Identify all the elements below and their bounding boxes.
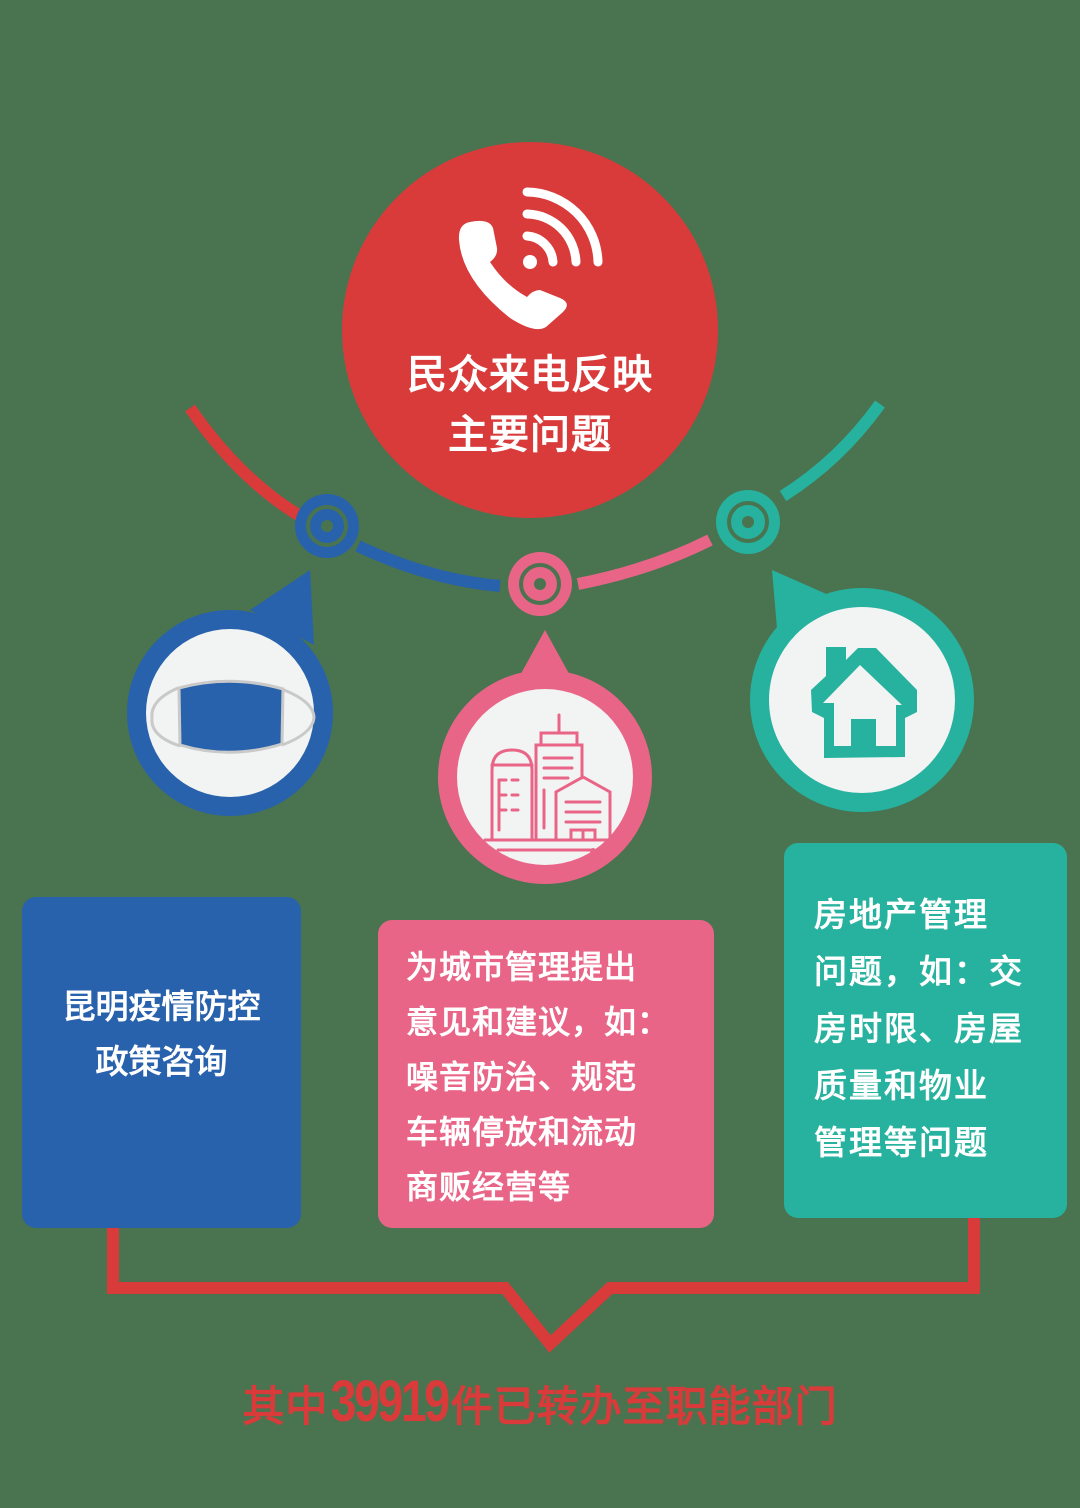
category-card-realestate: 房地产管理 问题，如：交 房时限、房屋 质量和物业 管理等问题 [784, 843, 1067, 1218]
card-text-line: 问题，如：交 [814, 952, 1024, 991]
card-text-line: 质量和物业 [814, 1066, 989, 1105]
hero-title-line1: 民众来电反映 [407, 352, 653, 398]
card-text-line: 政策咨询 [95, 1042, 228, 1081]
arc-blue-segment [355, 540, 501, 592]
summary-suffix: 件已转办至职能部门 [450, 1382, 838, 1431]
transferred-count: 39919 [330, 1369, 450, 1434]
card-text-line: 意见和建议，如： [406, 1003, 671, 1041]
city-buildings-icon [483, 713, 614, 854]
card-text-line: 管理等问题 [814, 1123, 989, 1162]
card-text-line: 为城市管理提出 [406, 948, 638, 986]
card-text-line: 噪音防治、规范 [406, 1058, 638, 1096]
arc-red-segment [185, 404, 304, 522]
bubble-teal [750, 570, 974, 812]
bubble-blue [127, 570, 333, 816]
node-pink [508, 552, 572, 616]
face-mask-icon [150, 679, 316, 754]
summary-bracket [107, 1218, 980, 1353]
card-text-line: 房地产管理 [814, 895, 989, 934]
arc-pink-segment [576, 534, 713, 590]
arc-teal-segment [779, 400, 885, 502]
card-text-line: 车辆停放和流动 [406, 1113, 638, 1151]
hero-circle [342, 142, 718, 518]
category-card-city: 为城市管理提出 意见和建议，如： 噪音防治、规范 车辆停放和流动 商贩经营等 [378, 920, 714, 1228]
card-text-line: 商贩经营等 [406, 1168, 572, 1206]
hero-title-line2: 主要问题 [448, 412, 612, 458]
category-card-epidemic: 昆明疫情防控 政策咨询 [22, 897, 301, 1228]
node-blue [295, 494, 359, 558]
bubble-pink [438, 630, 652, 884]
phone-ringing-icon [458, 187, 603, 330]
summary-prefix: 其中 [242, 1382, 329, 1431]
node-teal [716, 490, 780, 554]
card-text-line: 房时限、房屋 [814, 1009, 1024, 1048]
house-icon [811, 647, 917, 758]
card-text-line: 昆明疫情防控 [62, 987, 261, 1026]
summary-footer: 其中39919件已转办至职能部门 [0, 1372, 1080, 1437]
